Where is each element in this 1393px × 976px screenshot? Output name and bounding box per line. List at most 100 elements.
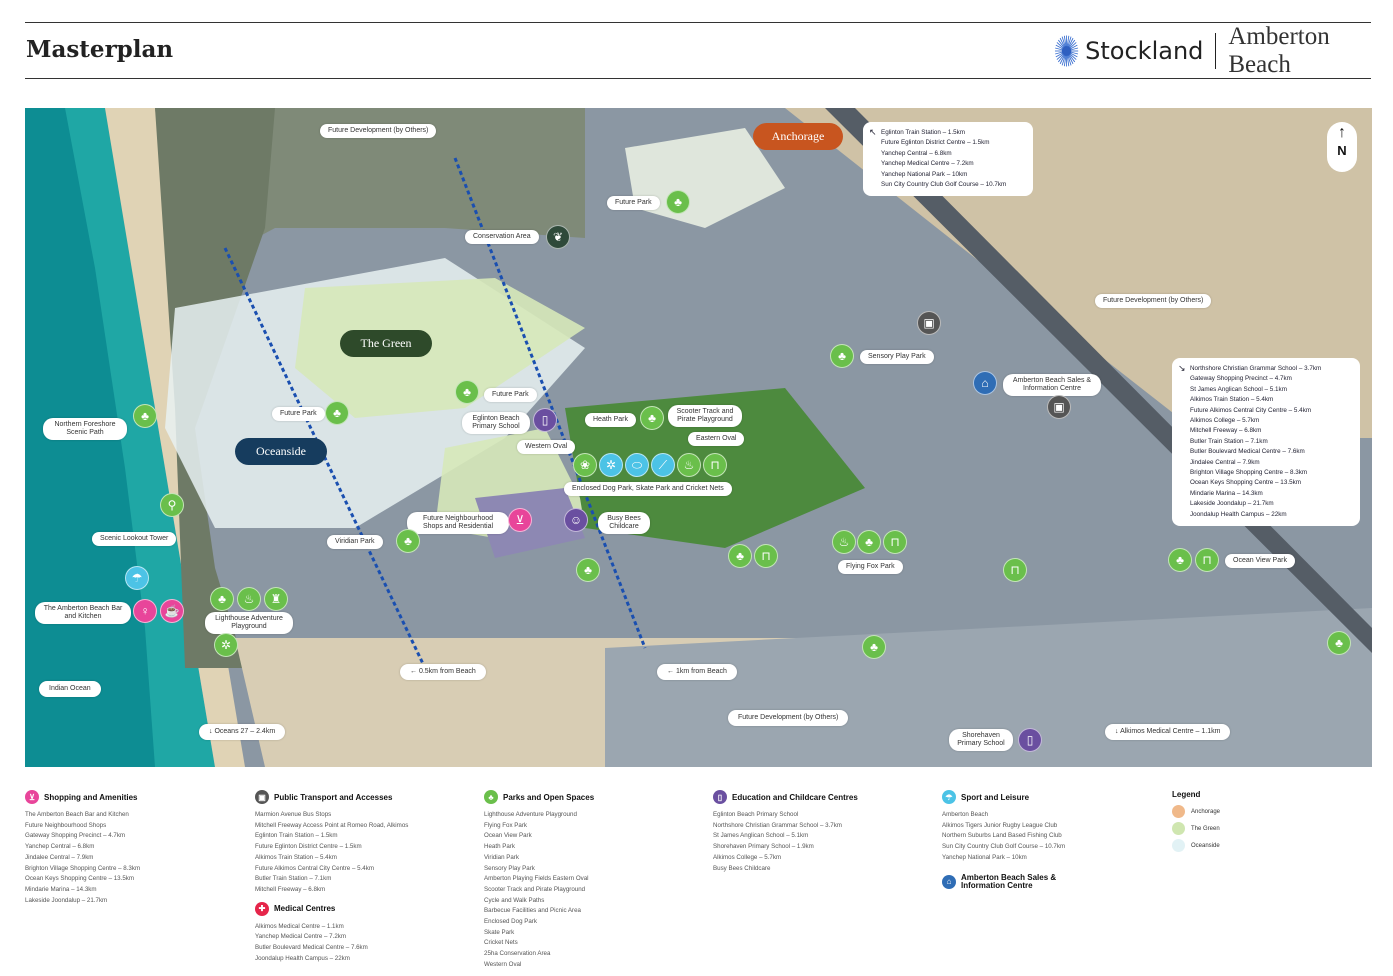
label-neighbourhood-shops[interactable]: Future Neighbourhood Shops and Residenti…: [407, 512, 509, 534]
arrow-down-icon: ↓: [209, 728, 215, 735]
legend-item: Viridian Park: [484, 853, 519, 861]
label-heath-park[interactable]: Heath Park: [585, 413, 637, 427]
legend-item: Joondalup Health Campus – 22km: [255, 954, 350, 962]
top-rule: [25, 22, 1371, 23]
distance-item: Gateway Shopping Precinct – 4.7km: [1190, 375, 1292, 383]
swing-playground-icon[interactable]: ⊓: [1003, 558, 1027, 582]
lighthouse-icon[interactable]: ♜: [264, 587, 288, 611]
label-dog-park[interactable]: Enclosed Dog Park, Skate Park and Cricke…: [564, 482, 732, 496]
label-future-development[interactable]: Future Development (by Others): [1095, 294, 1212, 308]
label-flying-fox-park[interactable]: Flying Fox Park: [838, 560, 903, 574]
label-oceans-27[interactable]: ↓ Oceans 27 – 2.4km: [199, 724, 286, 740]
label-alkimos-medical[interactable]: ↓ Alkimos Medical Centre – 1.1km: [1105, 724, 1231, 740]
park-tree-icon[interactable]: ♣: [830, 344, 854, 368]
swing-playground-icon[interactable]: ⊓: [703, 453, 727, 477]
skate-wheel-icon[interactable]: ✲: [214, 633, 238, 657]
masterplan-map[interactable]: Anchorage The Green Oceanside ↖ Eglinton…: [25, 108, 1372, 767]
label-scenic-lookout[interactable]: Scenic Lookout Tower: [92, 532, 177, 546]
label-future-development[interactable]: Future Development (by Others): [728, 710, 849, 726]
school-book-icon[interactable]: ▯: [1018, 728, 1042, 752]
park-tree-icon[interactable]: ♣: [666, 190, 690, 214]
park-tree-icon[interactable]: ♣: [862, 635, 886, 659]
label-sensory-play-park[interactable]: Sensory Play Park: [860, 350, 934, 364]
park-tree-icon[interactable]: ♣: [1168, 548, 1192, 572]
park-tree-icon[interactable]: ♣: [396, 529, 420, 553]
label-future-park[interactable]: Future Park: [484, 388, 537, 402]
school-book-icon[interactable]: ▯: [533, 408, 557, 432]
barbecue-icon[interactable]: ♨: [237, 587, 261, 611]
label-future-park[interactable]: Future Park: [607, 196, 660, 210]
label-ocean-view-park[interactable]: Ocean View Park: [1225, 554, 1295, 568]
legend-item: Brighton Village Shopping Centre – 8.3km: [25, 864, 141, 872]
park-tree-icon[interactable]: ♣: [325, 401, 349, 425]
park-tree-icon[interactable]: ♣: [455, 380, 479, 404]
bus-icon[interactable]: ▣: [1047, 395, 1071, 419]
park-tree-icon[interactable]: ♣: [210, 587, 234, 611]
distance-item: Yanchep Medical Centre – 7.2km: [881, 160, 974, 168]
precinct-oceanside[interactable]: Oceanside: [235, 438, 327, 465]
legend-item: 25ha Conservation Area: [484, 950, 551, 958]
label-eastern-oval[interactable]: Eastern Oval: [688, 432, 745, 446]
label-eglinton-beach-primary[interactable]: Eglinton Beach Primary School: [462, 412, 530, 434]
legend-precincts: Legend Anchorage The Green Oceanside: [1172, 790, 1220, 856]
conservation-leaf-icon[interactable]: ❦: [546, 225, 570, 249]
sales-centre-icon[interactable]: ⌂: [973, 371, 997, 395]
park-tree-icon[interactable]: ♣: [576, 558, 600, 582]
swing-playground-icon[interactable]: ⊓: [1195, 548, 1219, 572]
precinct-anchorage[interactable]: Anchorage: [753, 123, 843, 150]
legend-item: Eglinton Beach Primary School: [713, 811, 799, 818]
legend-key-anchorage: Anchorage: [1172, 805, 1220, 818]
legend-item: Cycle and Walk Paths: [484, 896, 545, 904]
legend-item: Future Neighbourhood Shops: [25, 821, 107, 829]
distance-item: Brighton Village Shopping Centre – 8.3km: [1190, 469, 1308, 477]
swing-playground-icon[interactable]: ⊓: [883, 530, 907, 554]
swing-playground-icon[interactable]: ⊓: [754, 544, 778, 568]
label-sales-centre[interactable]: Amberton Beach Sales & Information Centr…: [1003, 374, 1101, 396]
dog-paw-icon[interactable]: ❀: [573, 453, 597, 477]
bicycle-icon[interactable]: ⚲: [160, 493, 184, 517]
label-lighthouse-playground[interactable]: Lighthouse Adventure Playground: [205, 612, 293, 634]
beach-umbrella-icon[interactable]: ☂: [125, 566, 149, 590]
label-busy-bees[interactable]: Busy Bees Childcare: [598, 512, 650, 534]
park-tree-icon[interactable]: ♣: [640, 406, 664, 430]
childcare-bear-icon[interactable]: ☺: [564, 508, 588, 532]
distance-item: Sun City Country Club Golf Course – 10.7…: [881, 181, 1007, 189]
precinct-the-green[interactable]: The Green: [340, 330, 432, 357]
distance-item: Eglinton Train Station – 1.5km: [881, 129, 966, 136]
skate-wheel-icon[interactable]: ✲: [599, 453, 623, 477]
legend-item: Alkimos College – 5.7km: [713, 853, 782, 861]
legend-item: Yanchep National Park – 10km: [942, 853, 1027, 861]
swatch-icon: [1172, 805, 1185, 818]
park-tree-icon[interactable]: ♣: [857, 530, 881, 554]
label-northern-foreshore[interactable]: Northern Foreshore Scenic Path: [43, 418, 127, 440]
wine-bottle-icon[interactable]: ♀: [133, 599, 157, 623]
label-future-development[interactable]: Future Development (by Others): [320, 124, 437, 138]
bus-icon[interactable]: ▣: [917, 311, 941, 335]
legend-heading: Public Transport and Accesses: [274, 792, 393, 802]
label-text: 0.5km from Beach: [418, 668, 476, 675]
label-beach-bar[interactable]: The Amberton Beach Bar and Kitchen: [35, 602, 131, 624]
distance-item: Future Alkimos Central City Centre – 5.4…: [1190, 406, 1312, 414]
legend-item: Amberton Playing Fields Eastern Oval: [484, 875, 589, 883]
label-shorehaven-primary[interactable]: Shorehaven Primary School: [949, 729, 1013, 751]
legend-item: Future Eglinton District Centre – 1.5km: [255, 843, 362, 851]
coffee-cup-icon[interactable]: ☕: [160, 599, 184, 623]
north-compass: ↑ N: [1327, 122, 1357, 172]
cricket-bat-icon[interactable]: ⟋: [651, 453, 675, 477]
barbecue-icon[interactable]: ♨: [832, 530, 856, 554]
label-conservation-area[interactable]: Conservation Area: [465, 230, 539, 244]
legend-item: Heath Park: [484, 843, 515, 851]
label-half-km-from-beach[interactable]: ← 0.5km from Beach: [400, 664, 486, 680]
barbecue-icon[interactable]: ♨: [677, 453, 701, 477]
rugby-ball-icon[interactable]: ⬭: [625, 453, 649, 477]
label-viridian-park[interactable]: Viridian Park: [327, 535, 383, 549]
label-western-oval[interactable]: Western Oval: [517, 440, 576, 454]
label-future-park[interactable]: Future Park: [272, 407, 325, 421]
park-tree-icon[interactable]: ♣: [133, 404, 157, 428]
park-tree-icon[interactable]: ♣: [1327, 631, 1351, 655]
legend-item: Mitchell Freeway – 6.8km: [255, 885, 326, 893]
label-one-km-from-beach[interactable]: ← 1km from Beach: [657, 664, 737, 680]
park-tree-icon[interactable]: ♣: [728, 544, 752, 568]
label-scooter-track[interactable]: Scooter Track and Pirate Playground: [668, 405, 742, 427]
shopping-cart-icon[interactable]: ⊻: [508, 508, 532, 532]
